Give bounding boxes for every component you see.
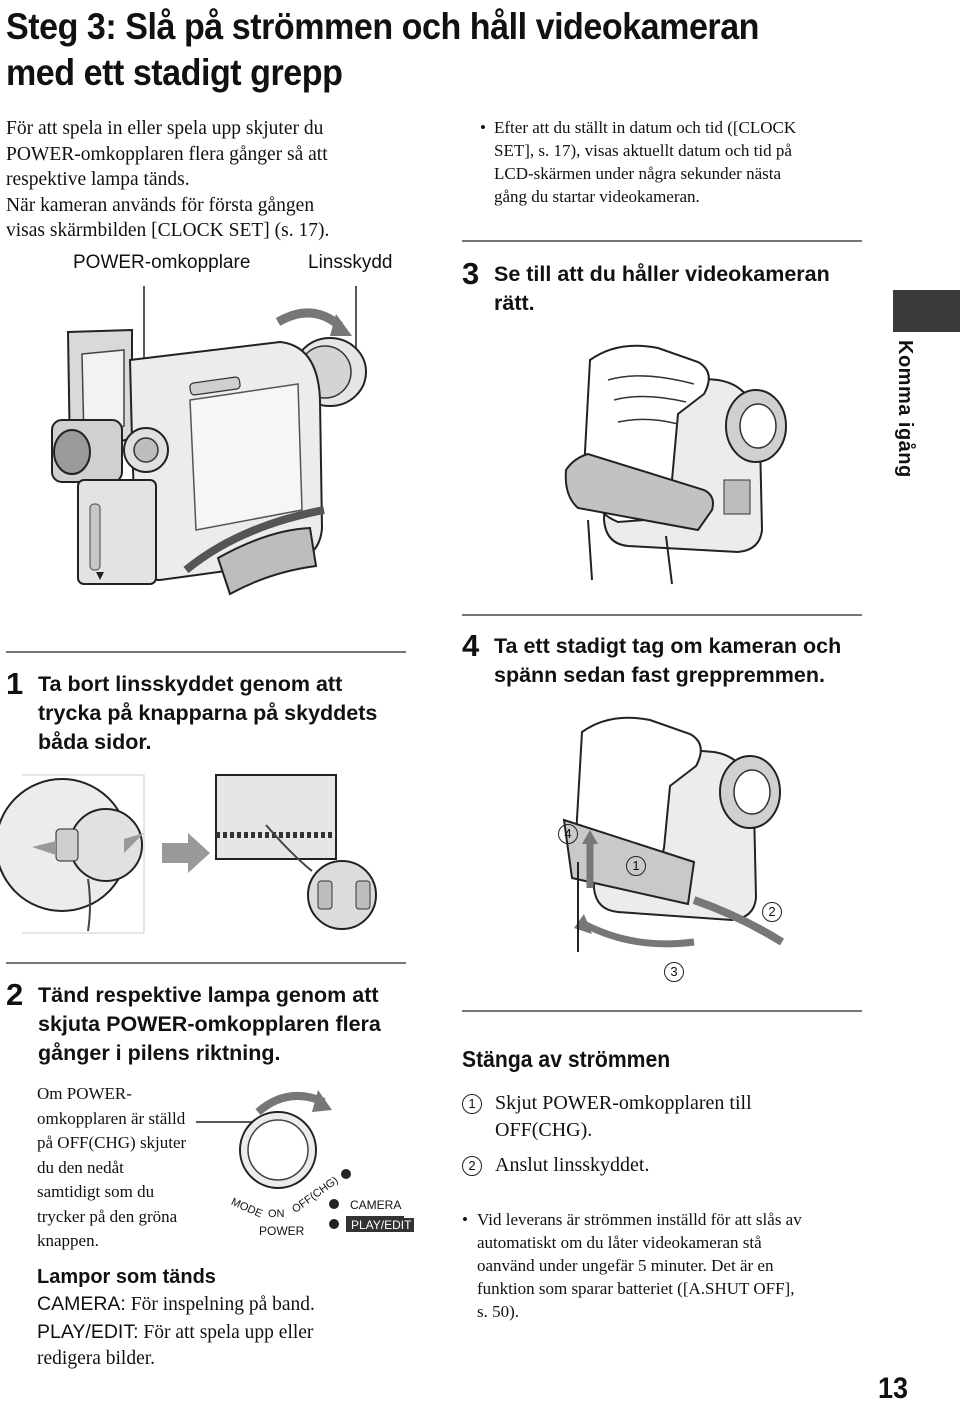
step-4-heading: 4 Ta ett stadigt tag om kameran och spän… <box>462 628 882 696</box>
step-line: Se till att du håller videokameran <box>494 262 830 286</box>
camcorder-illustration <box>51 286 367 596</box>
bullet: • <box>480 118 486 137</box>
auto-shutoff-line: oanvänd under ungefär 5 minuter. Det är … <box>477 1256 774 1275</box>
divider <box>462 1010 862 1012</box>
step-2-heading: 2 Tänd respektive lampa genom att skjuta… <box>6 977 426 1071</box>
camera-desc: För inspelning på band. <box>125 1294 315 1315</box>
off-note-line: omkopplaren är ställd <box>37 1108 186 1128</box>
power-off-line: Skjut POWER-omkopplaren till <box>495 1092 752 1114</box>
off-note-line: samtidigt som du <box>37 1182 155 1201</box>
play-desc-2: redigera bilder. <box>37 1348 156 1369</box>
switch-on-label: ON <box>268 1208 285 1220</box>
grip-marker-3: 3 <box>664 962 684 982</box>
off-note-line: knappen. <box>37 1231 99 1250</box>
play-desc: För att spela upp eller <box>138 1321 314 1343</box>
intro-line: visas skärmbilden [CLOCK SET] (s. 17). <box>6 220 330 241</box>
step-number: 4 <box>462 628 480 663</box>
power-switch-label: POWER-omkopplare <box>73 252 251 273</box>
off-note-line: på OFF(CHG) skjuter <box>37 1133 187 1152</box>
clock-set-note: • Efter att du ställt in datum och tid (… <box>480 116 874 208</box>
divider <box>6 962 406 964</box>
step-number: 2 <box>6 977 24 1012</box>
off-note-line: trycker på den gröna <box>37 1206 178 1226</box>
auto-shutoff-line: automatiskt om du låter videokameran stå <box>477 1233 762 1252</box>
strap-tighten-illustration <box>562 716 785 952</box>
off-note-line: Om POWER- <box>37 1084 132 1103</box>
page-title: Steg 3: Slå på strömmen och håll videoka… <box>6 4 816 96</box>
side-tab-label: Komma igång <box>893 340 933 480</box>
camera-term: CAMERA: <box>37 1293 126 1315</box>
switch-power-label: POWER <box>259 1224 305 1238</box>
power-off-step-1: 1 Skjut POWER-omkopplaren till OFF(CHG). <box>462 1090 862 1143</box>
intro-line: För att spela in eller spela upp skjuter… <box>6 118 324 139</box>
step-line: Tänd respektive lampa genom att <box>38 983 379 1007</box>
lens-cap-removal-illustration <box>0 774 377 934</box>
off-note-line: du den nedåt <box>37 1157 124 1177</box>
power-off-step-number: 1 <box>462 1094 482 1114</box>
auto-shutoff-line: funktion som sparar batteriet ([A.SHUT O… <box>477 1279 795 1298</box>
power-off-line: Anslut linsskyddet. <box>495 1154 650 1176</box>
lamps-heading: Lampor som tänds <box>37 1266 216 1288</box>
step-number: 3 <box>462 256 480 291</box>
clock-note-line: Efter att du ställt in datum och tid ([C… <box>494 118 797 137</box>
clock-note-line: gång du startar videokameran. <box>494 187 700 206</box>
step-number: 1 <box>6 666 24 701</box>
step-line: rätt. <box>494 291 535 315</box>
lens-cap-label: Linsskydd <box>308 252 393 273</box>
step-line: Ta ett stadigt tag om kameran och <box>494 634 842 658</box>
play-edit-lamp-label: PLAY/EDIT <box>348 1218 415 1232</box>
power-off-heading: Stänga av strömmen <box>462 1046 671 1072</box>
auto-shutoff-line: s. 50). <box>477 1302 520 1321</box>
intro-line: POWER-omkopplaren flera gånger så att <box>6 143 328 165</box>
step-3-heading: 3 Se till att du håller videokameran rät… <box>462 256 872 324</box>
hand-grip-illustration <box>564 344 787 585</box>
auto-shutoff-note: • Vid leverans är strömmen inställd för … <box>462 1208 877 1323</box>
bullet: • <box>462 1210 468 1229</box>
intro-paragraph: För att spela in eller spela upp skjuter… <box>6 116 426 244</box>
auto-shutoff-line: Vid leverans är strömmen inställd för at… <box>477 1210 802 1229</box>
power-off-step-number: 2 <box>462 1156 482 1176</box>
play-term: PLAY/EDIT: <box>37 1320 139 1343</box>
step-line: båda sidor. <box>38 730 152 754</box>
step-line: skjuta POWER-omkopplaren flera <box>38 1012 381 1036</box>
page-title-line-2: med ett stadigt grepp <box>6 52 343 93</box>
divider <box>462 240 862 242</box>
divider <box>6 651 406 653</box>
step-1-heading: 1 Ta bort linsskyddet genom att trycka p… <box>6 666 426 760</box>
intro-line: respektive lampa tänds. <box>6 169 190 190</box>
step-line: gånger i pilens riktning. <box>38 1041 281 1065</box>
grip-marker-4: 4 <box>558 824 578 844</box>
step-line: trycka på knapparna på skyddets <box>38 701 378 725</box>
page-number: 13 <box>878 1372 909 1405</box>
page-title-line-1: Steg 3: Slå på strömmen och håll videoka… <box>6 6 760 47</box>
grip-marker-1: 1 <box>626 856 646 876</box>
clock-note-line: SET], s. 17), visas aktuellt datum och t… <box>494 141 792 160</box>
off-chg-note: Om POWER- omkopplaren är ställd på OFF(C… <box>37 1082 227 1254</box>
step-line: spänn sedan fast greppremmen. <box>494 663 825 687</box>
clock-note-line: LCD-skärmen under några sekunder nästa <box>494 164 782 183</box>
side-tab-marker <box>893 290 960 332</box>
side-tab-text: Komma igång <box>894 340 916 478</box>
power-off-step-2: 2 Anslut linsskyddet. <box>462 1152 862 1179</box>
step-line: Ta bort linsskyddet genom att <box>38 672 343 696</box>
lamps-section: Lampor som tänds CAMERA: För inspelning … <box>37 1264 437 1373</box>
divider <box>462 614 862 616</box>
grip-marker-2: 2 <box>762 902 782 922</box>
camera-lamp-label: CAMERA <box>350 1198 402 1212</box>
intro-line: När kameran används för första gången <box>6 194 315 216</box>
power-off-line: OFF(CHG). <box>495 1118 593 1141</box>
